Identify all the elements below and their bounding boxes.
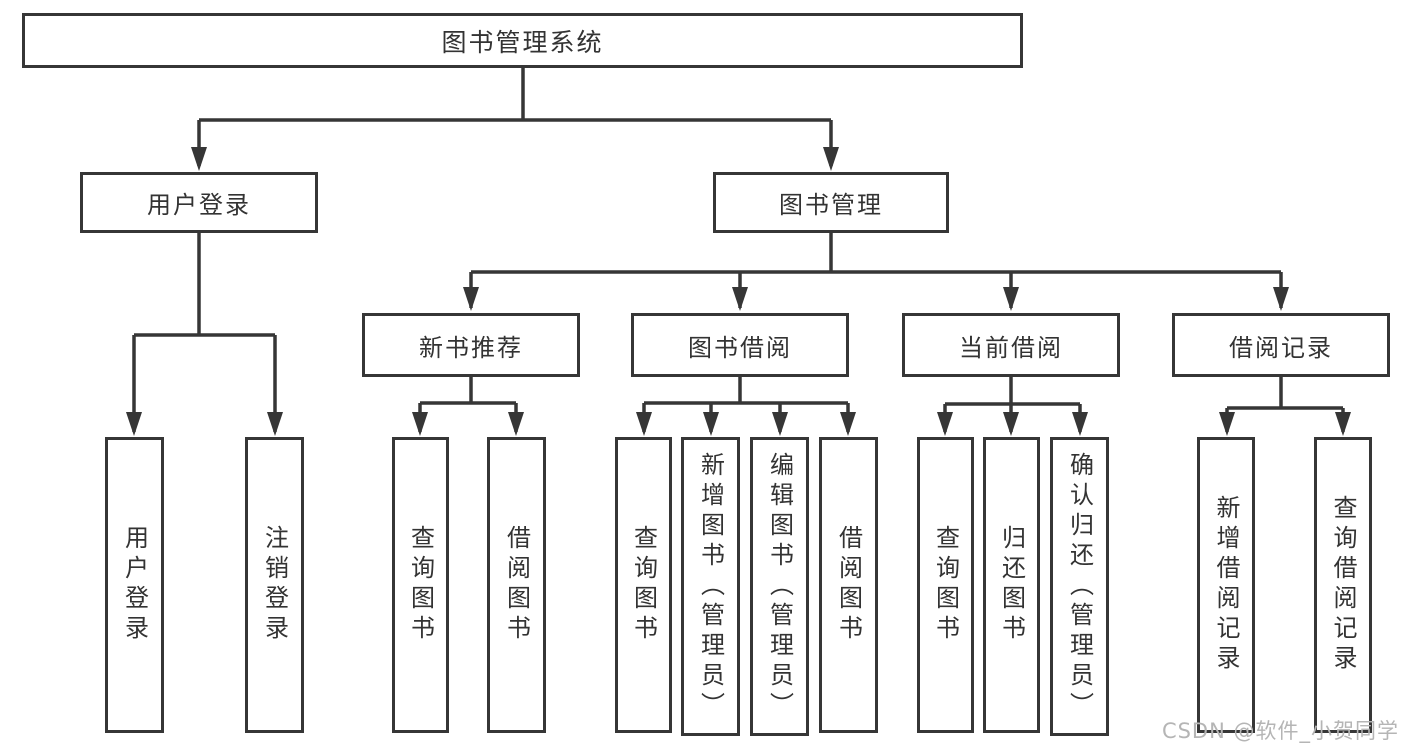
leaf-query-books: 查询图书: [615, 437, 672, 733]
leaf-borrow-books: 借阅图书: [487, 437, 546, 733]
csdn-watermark: CSDN @软件_小贺同学: [1161, 719, 1399, 743]
leaf-edit-book-admin: 编辑图书（管理员）: [750, 437, 809, 736]
leaf-logout: 注销登录: [245, 437, 304, 733]
leaf-query-books: 查询图书: [392, 437, 449, 733]
node-new-book-recommend: 新书推荐: [362, 313, 580, 377]
leaf-confirm-return-admin: 确认归还（管理员）: [1050, 437, 1109, 736]
leaf-query-borrow-record: 查询借阅记录: [1314, 437, 1372, 733]
node-current-borrowing: 当前借阅: [902, 313, 1120, 377]
leaf-add-book-admin: 新增图书（管理员）: [681, 437, 740, 736]
node-borrowing-records: 借阅记录: [1172, 313, 1390, 377]
node-book-borrowing: 图书借阅: [631, 313, 849, 377]
leaf-return-book: 归还图书: [983, 437, 1040, 733]
node-user-login: 用户登录: [80, 172, 318, 233]
leaf-add-borrow-record: 新增借阅记录: [1197, 437, 1255, 733]
node-book-management: 图书管理: [713, 172, 949, 233]
leaf-query-books: 查询图书: [917, 437, 974, 733]
leaf-borrow-books: 借阅图书: [819, 437, 878, 733]
leaf-user-login: 用户登录: [105, 437, 164, 733]
node-library-management-system: 图书管理系统: [22, 13, 1023, 68]
